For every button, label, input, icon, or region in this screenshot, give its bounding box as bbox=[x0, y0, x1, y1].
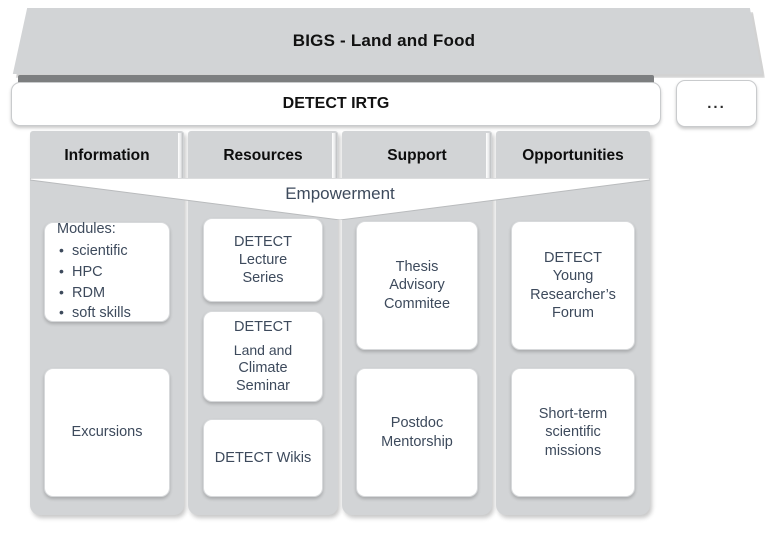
card-line: Researcher’s bbox=[530, 286, 616, 303]
pillar-title-opportunities: Opportunities bbox=[522, 146, 624, 164]
card-modules[interactable]: Modules: scientific HPC RDM soft skills bbox=[44, 221, 170, 323]
card-detect-wikis[interactable]: DETECT Wikis bbox=[203, 419, 323, 497]
card-line: DETECT bbox=[544, 250, 602, 267]
card-modules-heading: Modules: bbox=[57, 221, 116, 238]
card-line: Commitee bbox=[383, 295, 451, 312]
card-subline: Land and bbox=[233, 341, 293, 358]
umbrella-banner: BIGS - Land and Food bbox=[6, 8, 765, 78]
pillar-separator-3 bbox=[486, 133, 491, 179]
card-detect-land-climate-seminar[interactable]: DETECT Land and Climate Seminar bbox=[203, 311, 323, 402]
pillar-header-information: Information bbox=[30, 131, 184, 180]
card-subline: Climate bbox=[238, 360, 288, 377]
pillar-title-support: Support bbox=[387, 146, 447, 164]
card-line: scientific bbox=[545, 424, 601, 441]
list-item: scientific bbox=[59, 241, 131, 262]
list-item: HPC bbox=[59, 262, 131, 283]
card-line: Short-term bbox=[538, 406, 608, 423]
card-line: DETECT bbox=[234, 318, 292, 335]
more-programs-box[interactable]: ... bbox=[676, 80, 757, 127]
list-item: RDM bbox=[59, 283, 131, 304]
program-bar-shadow-strip bbox=[18, 75, 654, 83]
umbrella-banner-shape: BIGS - Land and Food bbox=[12, 8, 762, 74]
program-title: DETECT IRTG bbox=[282, 95, 390, 112]
card-subline: Seminar bbox=[236, 378, 290, 395]
card-line: Series bbox=[242, 270, 284, 287]
pillar-separator-2 bbox=[332, 133, 337, 179]
card-line: Advisory bbox=[389, 277, 445, 294]
pillar-header-resources: Resources bbox=[188, 131, 338, 180]
card-postdoc-mentorship[interactable]: Postdoc Mentorship bbox=[356, 368, 478, 497]
card-line: Mentorship bbox=[381, 433, 453, 450]
ellipsis-icon: ... bbox=[707, 94, 726, 112]
card-line: Postdoc bbox=[390, 415, 444, 432]
card-line: Young bbox=[552, 268, 594, 285]
pillar-title-resources: Resources bbox=[223, 146, 303, 164]
card-line: Thesis bbox=[395, 259, 439, 276]
program-bar[interactable]: DETECT IRTG bbox=[11, 82, 661, 126]
pillar-header-opportunities: Opportunities bbox=[496, 131, 650, 180]
card-line: DETECT bbox=[234, 233, 292, 250]
card-thesis-advisory-commitee[interactable]: Thesis Advisory Commitee bbox=[356, 221, 478, 350]
card-line: Forum bbox=[552, 304, 594, 321]
umbrella-title: BIGS - Land and Food bbox=[292, 31, 476, 50]
card-short-term-scientific-missions[interactable]: Short-term scientific missions bbox=[511, 368, 635, 497]
card-line: DETECT Wikis bbox=[214, 449, 312, 466]
list-item: soft skills bbox=[59, 303, 131, 324]
card-modules-list: scientific HPC RDM soft skills bbox=[57, 241, 131, 323]
card-line: missions bbox=[544, 442, 602, 459]
card-line: Lecture bbox=[238, 251, 288, 268]
pillar-header-support: Support bbox=[342, 131, 492, 180]
card-line: Excursions bbox=[71, 424, 143, 441]
card-excursions[interactable]: Excursions bbox=[44, 368, 170, 497]
pillar-title-information: Information bbox=[64, 146, 150, 164]
card-detect-young-researchers-forum[interactable]: DETECT Young Researcher’s Forum bbox=[511, 221, 635, 350]
pillar-separator-1 bbox=[178, 133, 183, 179]
card-detect-lecture-series[interactable]: DETECT Lecture Series bbox=[203, 218, 323, 302]
